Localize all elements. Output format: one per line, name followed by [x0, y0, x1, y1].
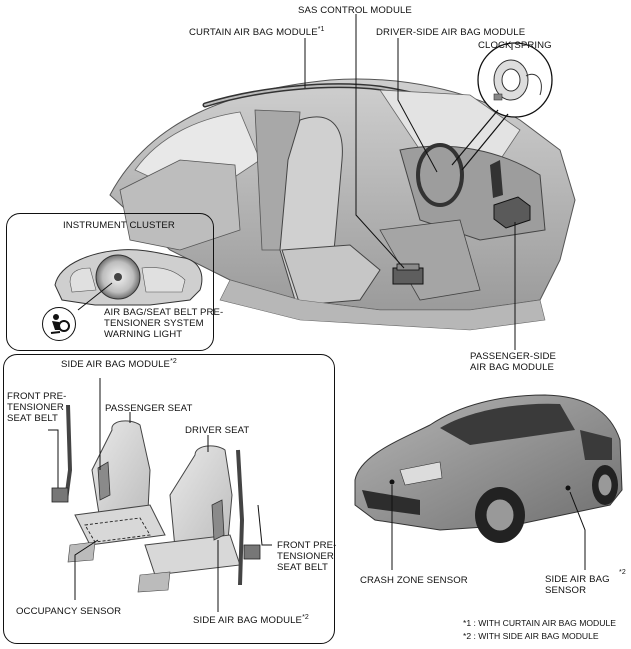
front-pretensioner-left-line-2: TENSIONER	[7, 402, 64, 413]
warning-light-line-1: AIR BAG/SEAT BELT PRE-	[104, 307, 224, 318]
clock-spring-label: CLOCK SPRING	[478, 40, 552, 51]
warning-light-line-2: TENSIONER SYSTEM	[104, 318, 204, 329]
driver-side-air-bag-module-label: DRIVER-SIDE AIR BAG MODULE	[376, 27, 526, 38]
instrument-cluster-panel	[6, 213, 214, 351]
side-air-bag-module-label: SIDE AIR BAG MODULE*2	[61, 357, 177, 370]
airbag-warning-icon	[42, 307, 76, 341]
instrument-cluster-label: INSTRUMENT CLUSTER	[63, 220, 175, 231]
side-air-bag-module-text: SIDE AIR BAG MODULE	[61, 359, 171, 370]
sas-control-module-label: SAS CONTROL MODULE	[298, 5, 412, 16]
footnote-2-text: : WITH SIDE AIR BAG MODULE	[473, 631, 599, 641]
side-marker: *2	[170, 357, 177, 365]
footnote-2: *2 : WITH SIDE AIR BAG MODULE	[463, 631, 599, 642]
side-air-bag-sensor-line-2: SENSOR	[545, 585, 587, 596]
front-pretensioner-right-line-2: TENSIONER	[277, 551, 334, 562]
footnote-1-mark: *1	[463, 618, 472, 628]
clock-spring-illustration	[451, 42, 553, 171]
occupancy-sensor-label: OCCUPANCY SENSOR	[16, 606, 122, 617]
seats-panel	[3, 354, 335, 644]
front-pretensioner-right-line-1: FRONT PRE-	[277, 540, 337, 551]
front-pretensioner-left-line-3: SEAT BELT	[7, 413, 59, 424]
side-sensor-marker: *2	[619, 569, 626, 576]
side-air-bag-sensor-label: SIDE AIR BAG SENSOR	[545, 574, 610, 596]
warning-light-line-3: WARNING LIGHT	[104, 329, 183, 340]
passenger-side-line-1: PASSENGER-SIDE	[470, 351, 556, 362]
front-pretensioner-right-label: FRONT PRE- TENSIONER SEAT BELT	[277, 540, 336, 573]
passenger-side-air-bag-module-label: PASSENGER-SIDE AIR BAG MODULE	[470, 351, 556, 373]
warning-light-label: AIR BAG/SEAT BELT PRE- TENSIONER SYSTEM …	[104, 307, 223, 340]
footnote-1-text: : WITH CURTAIN AIR BAG MODULE	[473, 618, 616, 628]
leader-lines	[48, 14, 586, 612]
crash-zone-sensor-label: CRASH ZONE SENSOR	[360, 575, 468, 586]
curtain-marker: *1	[317, 25, 325, 33]
side-air-bag-sensor-text-1: SIDE AIR BAG	[545, 574, 610, 585]
front-pretensioner-left-line-1: FRONT PRE-	[7, 391, 67, 402]
side-marker-bottom: *2	[302, 613, 309, 621]
front-pretensioner-right-line-3: SEAT BELT	[277, 562, 329, 573]
side-air-bag-sensor-line-1: SIDE AIR BAG	[545, 574, 610, 585]
curtain-air-bag-module-text: CURTAIN AIR BAG MODULE	[189, 27, 318, 38]
seats-illustration	[51, 404, 261, 593]
front-pretensioner-left-label: FRONT PRE- TENSIONER SEAT BELT	[7, 391, 66, 424]
footnote-2-mark: *2	[463, 631, 472, 641]
passenger-side-line-2: AIR BAG MODULE	[470, 362, 555, 373]
passenger-seat-label: PASSENGER SEAT	[105, 403, 193, 414]
side-air-bag-module-bottom-label: SIDE AIR BAG MODULE*2	[193, 613, 309, 626]
vehicle-exterior-illustration	[354, 394, 623, 543]
instrument-cluster-illustration	[54, 249, 203, 311]
driver-seat-label: DRIVER SEAT	[185, 425, 250, 436]
side-air-bag-module-bottom-text: SIDE AIR BAG MODULE	[193, 615, 303, 626]
footnote-1: *1 : WITH CURTAIN AIR BAG MODULE	[463, 618, 616, 629]
curtain-air-bag-module-label: CURTAIN AIR BAG MODULE*1	[189, 25, 325, 38]
